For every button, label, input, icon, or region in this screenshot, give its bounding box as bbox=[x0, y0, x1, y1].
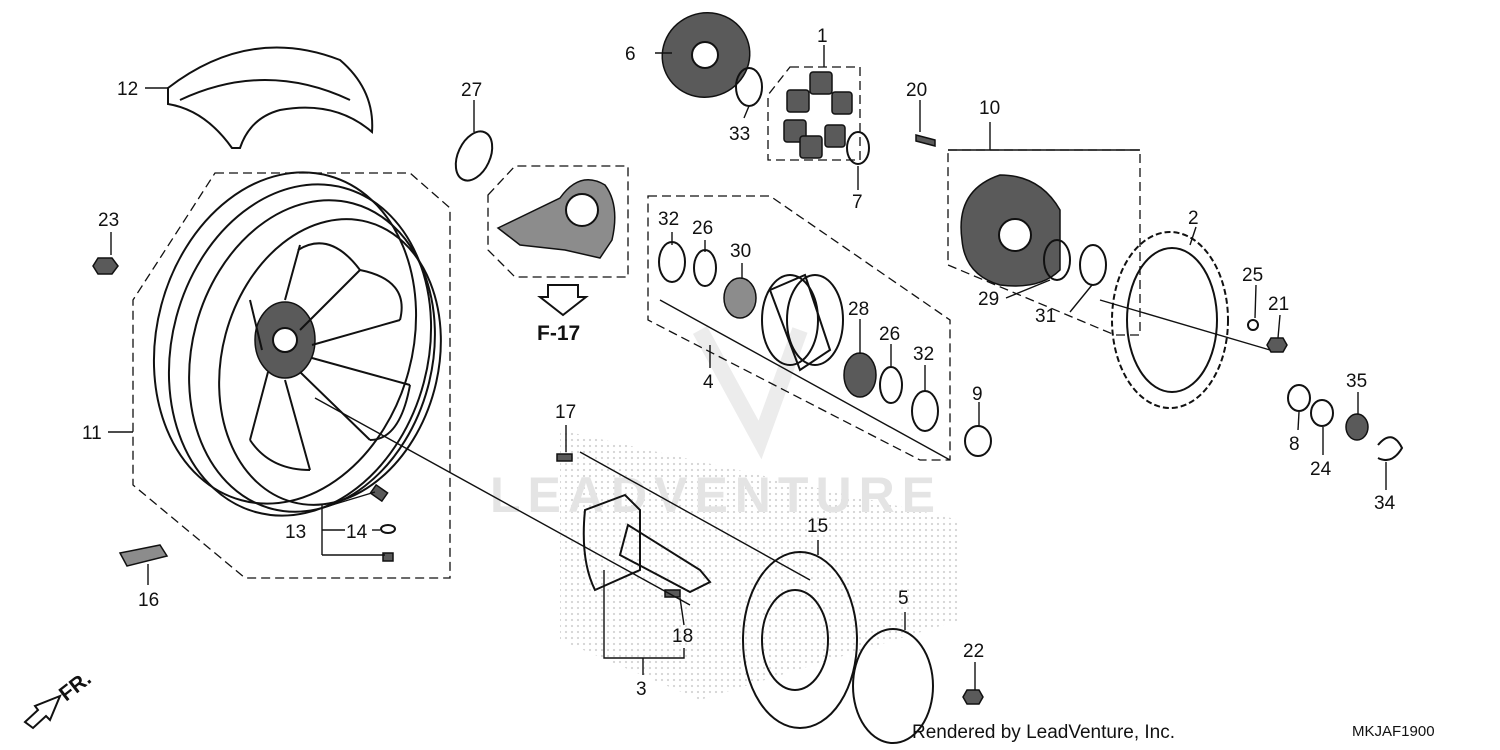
sprocket-hub bbox=[915, 134, 1141, 336]
drive-flange bbox=[661, 12, 751, 98]
wheel-assembly bbox=[92, 171, 451, 579]
callout-1: 1 bbox=[817, 26, 828, 47]
callout-34: 34 bbox=[1374, 493, 1396, 514]
balance-weight bbox=[118, 544, 169, 567]
retainer-34 bbox=[1377, 436, 1404, 461]
hub-collar bbox=[761, 273, 844, 372]
needle-bearing bbox=[723, 277, 757, 319]
damper-rubbers bbox=[767, 66, 861, 161]
rear-axle bbox=[556, 453, 712, 598]
callout-26a: 26 bbox=[692, 218, 713, 239]
diagram-code: MKJAF1900 bbox=[1352, 723, 1435, 740]
callout-26b: 26 bbox=[879, 324, 900, 345]
callout-33: 33 bbox=[729, 124, 750, 145]
callout-32a: 32 bbox=[658, 209, 679, 230]
callout-29: 29 bbox=[978, 289, 999, 310]
rim-band bbox=[167, 46, 374, 149]
seal-32 bbox=[658, 241, 686, 283]
callout-4: 4 bbox=[703, 372, 714, 393]
callout-9: 9 bbox=[972, 384, 983, 405]
circlip bbox=[454, 130, 494, 182]
callout-11: 11 bbox=[82, 423, 102, 444]
wheel-nut bbox=[92, 257, 119, 275]
nut-21 bbox=[1266, 337, 1288, 353]
callout-15: 15 bbox=[807, 516, 828, 537]
nut-22 bbox=[962, 689, 984, 705]
callout-30: 30 bbox=[730, 241, 751, 262]
brake-disc bbox=[742, 551, 858, 729]
washer-25 bbox=[1247, 319, 1259, 331]
callout-5: 5 bbox=[898, 588, 909, 609]
seal-32b bbox=[911, 390, 939, 432]
collar-8 bbox=[1287, 384, 1311, 412]
driven-sprocket bbox=[1111, 231, 1229, 409]
o-ring-7 bbox=[846, 131, 870, 165]
callout-21: 21 bbox=[1268, 294, 1289, 315]
rim bbox=[152, 171, 442, 517]
disc-cover bbox=[852, 628, 934, 744]
callout-12: 12 bbox=[117, 79, 138, 100]
front-marker-label: FR. bbox=[55, 667, 96, 706]
callout-7: 7 bbox=[852, 192, 863, 213]
watermark: LEADVENTURE bbox=[490, 326, 960, 700]
callout-22: 22 bbox=[963, 641, 984, 662]
bearing-29 bbox=[1043, 239, 1071, 281]
callout-28: 28 bbox=[848, 299, 869, 320]
see-arrow bbox=[537, 284, 589, 317]
callout-14: 14 bbox=[346, 522, 368, 543]
axle-nut-35 bbox=[1345, 413, 1369, 441]
callout-13: 13 bbox=[285, 522, 306, 543]
seal-24 bbox=[1310, 399, 1334, 427]
callout-32b: 32 bbox=[913, 344, 934, 365]
callout-35: 35 bbox=[1346, 371, 1367, 392]
valve bbox=[369, 483, 396, 562]
callout-23: 23 bbox=[98, 210, 119, 231]
callout-2: 2 bbox=[1188, 208, 1199, 229]
callout-labels: 1 2 3 4 5 6 7 8 9 10 11 12 13 14 15 16 1… bbox=[82, 26, 1396, 700]
callout-8: 8 bbox=[1289, 434, 1300, 455]
o-ring-9 bbox=[964, 425, 992, 457]
cross-reference-label: F-17 bbox=[537, 322, 580, 345]
bearing-28 bbox=[843, 352, 877, 398]
callout-3: 3 bbox=[636, 679, 647, 700]
credit-text: Rendered by LeadVenture, Inc. bbox=[912, 722, 1175, 743]
circlip-26 bbox=[693, 249, 717, 287]
front-direction-marker: FR. bbox=[23, 667, 96, 730]
wheel-group-outline bbox=[132, 172, 451, 579]
leader-lines bbox=[108, 45, 1387, 690]
o-ring-33 bbox=[735, 67, 763, 107]
callout-25: 25 bbox=[1242, 265, 1263, 286]
callout-20: 20 bbox=[906, 80, 927, 101]
callout-24: 24 bbox=[1310, 459, 1332, 480]
callout-18: 18 bbox=[672, 626, 693, 647]
watermark-text: LEADVENTURE bbox=[490, 467, 942, 523]
rim-band-inner bbox=[179, 79, 351, 101]
caliper-bracket bbox=[487, 165, 629, 278]
callout-16: 16 bbox=[138, 590, 159, 611]
callout-10: 10 bbox=[979, 98, 1000, 119]
callout-17: 17 bbox=[555, 402, 576, 423]
callout-31: 31 bbox=[1035, 306, 1056, 327]
seal-31 bbox=[1079, 244, 1107, 286]
circlip-26b bbox=[879, 366, 903, 404]
callout-6: 6 bbox=[625, 44, 636, 65]
callout-27: 27 bbox=[461, 80, 482, 101]
